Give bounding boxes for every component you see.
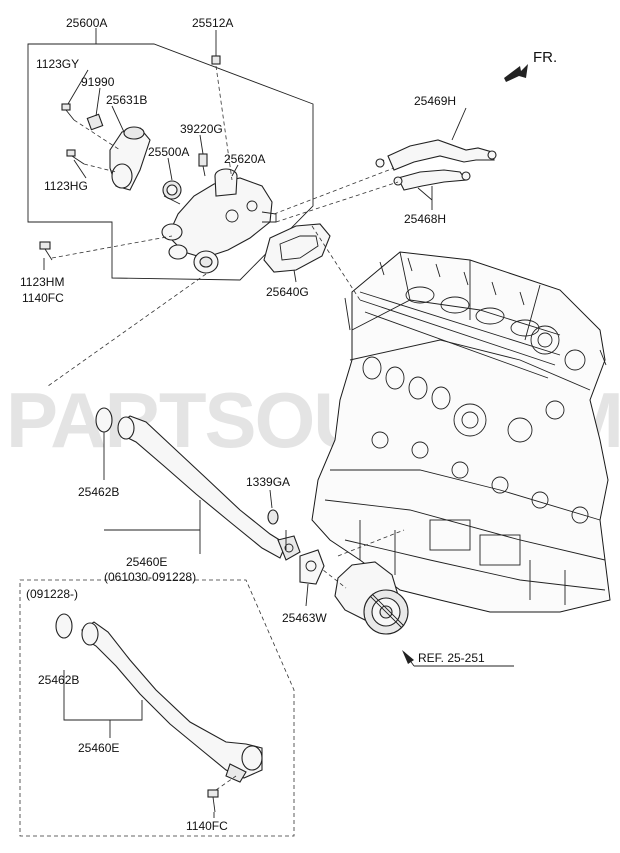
label-25469H: 25469H <box>414 94 456 108</box>
label-25640G: 25640G <box>266 285 309 299</box>
dash-stud-link <box>215 65 233 181</box>
temp-sensor <box>198 153 208 177</box>
variant-box <box>19 579 295 837</box>
label-1140FC-bottom: 1140FC <box>186 819 228 833</box>
label-25460E-lower: 25460E <box>78 741 119 755</box>
water-outlet-fitting <box>161 168 277 274</box>
label-reference: REF. 25-251 <box>418 651 485 665</box>
reference-arrow <box>402 650 514 667</box>
label-1339GA: 1339GA <box>246 475 290 489</box>
thermostat-cover <box>109 126 151 191</box>
water-pipe-upper <box>95 407 301 561</box>
label-25620A: 25620A <box>224 152 265 166</box>
direction-label: FR. <box>533 49 557 66</box>
dash-bolt-link <box>51 235 173 259</box>
leader-lines <box>43 30 467 818</box>
label-25463W: 25463W <box>282 611 327 625</box>
nut-1339GA <box>267 509 279 525</box>
label-25462B-lower: 25462B <box>38 673 79 687</box>
bolt-1123HM <box>39 241 53 261</box>
dash-bolt2-link <box>83 163 117 173</box>
clip-91990 <box>86 113 104 131</box>
dash-gasket-link <box>311 225 361 301</box>
label-091228: (091228-) <box>26 587 78 601</box>
label-1123GY: 1123GY <box>36 57 79 71</box>
hose-clamps <box>375 150 497 186</box>
label-1123HM: 1123HM <box>20 275 64 289</box>
dash-hose-link-1 <box>273 167 395 215</box>
gasket-25463W <box>299 549 325 585</box>
label-25512A: 25512A <box>192 16 233 30</box>
bolt-1140FC-lower <box>207 775 237 813</box>
water-pump <box>334 561 409 635</box>
stud-25512A <box>211 55 221 65</box>
hose-25469H <box>377 139 495 171</box>
dash-pipe-link <box>47 273 207 387</box>
label-39220G: 39220G <box>180 122 223 136</box>
direction-indicator: FR. <box>504 49 557 82</box>
bolt-1123GY <box>61 103 75 121</box>
group-bracket-25600A <box>27 43 314 281</box>
label-25460E-date: (061030-091228) <box>104 570 196 584</box>
water-pipe-lower <box>55 613 263 783</box>
label-25631B: 25631B <box>106 93 147 107</box>
dash-bolt1-link <box>73 119 121 151</box>
dash-engine-link <box>337 529 405 557</box>
label-25460E-upper: 25460E <box>126 555 167 569</box>
label-91990: 91990 <box>81 75 115 89</box>
dash-hose-link-2 <box>275 181 399 223</box>
label-25462B-upper: 25462B <box>78 485 119 499</box>
part-labels: 25600A 25512A 1123GY 91990 25631B 39220G… <box>20 16 485 833</box>
label-25500A: 25500A <box>148 145 189 159</box>
thermostat <box>162 180 182 205</box>
gasket-25640G <box>263 223 331 273</box>
bolt-1123HG <box>66 149 85 165</box>
dash-pump-link <box>317 565 347 589</box>
engine-block <box>311 251 611 613</box>
label-25600A: 25600A <box>66 16 107 30</box>
label-25468H: 25468H <box>404 212 446 226</box>
label-1140FC-top: 1140FC <box>22 291 64 305</box>
label-1123HG: 1123HG <box>44 179 88 193</box>
